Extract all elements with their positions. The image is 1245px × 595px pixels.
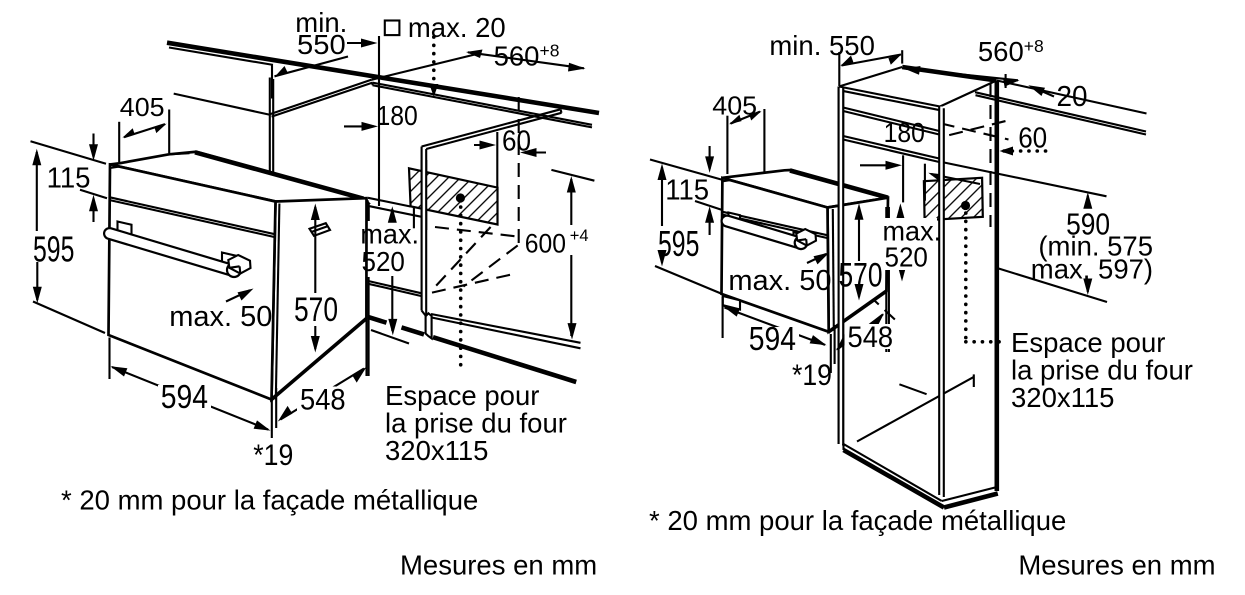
svg-text:570: 570 [294, 291, 338, 329]
svg-text:max. 50: max. 50 [728, 265, 831, 297]
svg-text:(min. 575: (min. 575 [1038, 231, 1153, 262]
svg-text:115: 115 [665, 175, 709, 207]
svg-text:max. 597): max. 597) [1031, 254, 1153, 285]
svg-text:la prise du four: la prise du four [1011, 355, 1193, 386]
svg-text:180: 180 [884, 117, 925, 148]
svg-text:60: 60 [1018, 123, 1047, 155]
svg-text:600: 600 [525, 229, 566, 259]
svg-text:* 20 mm pour la façade métalli: * 20 mm pour la façade métallique [649, 505, 1066, 536]
svg-text:180: 180 [377, 100, 418, 131]
svg-text:520: 520 [885, 242, 928, 273]
svg-text:max.: max. [883, 216, 942, 247]
svg-text:Mesures en mm: Mesures en mm [400, 550, 597, 581]
svg-text:560+8: 560+8 [494, 41, 560, 72]
svg-text:Espace pour: Espace pour [1011, 327, 1165, 358]
svg-text:594: 594 [161, 378, 208, 415]
svg-text:570: 570 [839, 257, 883, 295]
svg-text:max. 20: max. 20 [408, 12, 506, 43]
svg-text:Mesures en mm: Mesures en mm [1018, 550, 1215, 581]
svg-text:*19: *19 [253, 439, 293, 472]
svg-text:590: 590 [1066, 207, 1110, 242]
svg-text:*19: *19 [792, 359, 832, 392]
svg-text:20: 20 [1057, 81, 1088, 113]
svg-text:+4: +4 [570, 227, 589, 245]
svg-text:Espace pour: Espace pour [385, 380, 539, 411]
svg-text:max. 50: max. 50 [169, 301, 272, 333]
svg-text:* 20 mm pour la façade métalli: * 20 mm pour la façade métallique [61, 485, 478, 516]
svg-text:594: 594 [749, 320, 796, 357]
svg-text:595: 595 [658, 223, 699, 264]
svg-text:405: 405 [120, 92, 165, 122]
svg-text:595: 595 [33, 229, 74, 270]
svg-text:115: 115 [47, 163, 91, 195]
svg-text:320x115: 320x115 [385, 435, 488, 466]
svg-text:min. 550: min. 550 [769, 30, 874, 61]
svg-text:max.: max. [360, 218, 419, 249]
svg-text:548: 548 [848, 321, 894, 354]
svg-text:min.: min. [295, 7, 347, 38]
svg-text:60: 60 [502, 126, 531, 158]
svg-text:550: 550 [297, 29, 346, 60]
svg-text:520: 520 [362, 246, 405, 277]
svg-text:405: 405 [712, 91, 757, 121]
svg-text:320x115: 320x115 [1011, 382, 1114, 413]
svg-text:548: 548 [300, 384, 346, 417]
svg-text:la prise du four: la prise du four [385, 408, 567, 439]
